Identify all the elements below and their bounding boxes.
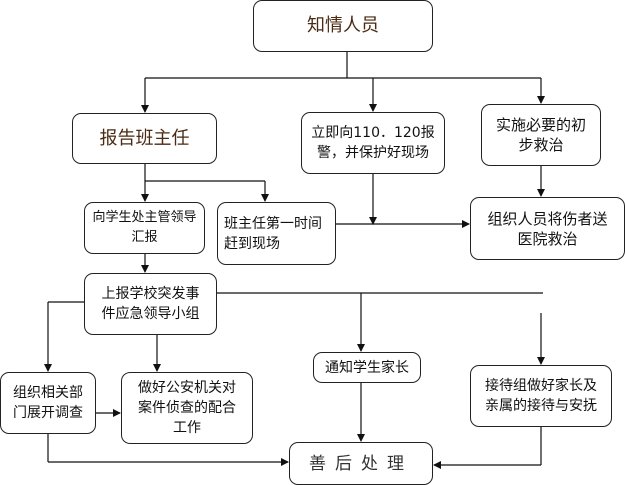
node-reception: 接待组做好家长及亲属的接待与安抚 [470, 365, 612, 427]
node-call-police: 立即向110．120报警，并保护好现场 [301, 112, 445, 174]
node-first-aid: 实施必要的初步救治 [481, 104, 601, 166]
node-report-student-office: 向学生处主管领导汇报 [84, 202, 205, 254]
node-report-emergency-group: 上报学校突发事件应急领导小组 [84, 273, 217, 335]
node-cooperate-police: 做好公安机关对案件侦查的配合工作 [121, 372, 253, 444]
node-teacher-arrive: 班主任第一时间赶到现场 [217, 202, 336, 265]
node-aftermath: 善后处理 [289, 442, 433, 485]
node-send-hospital: 组织人员将伤者送医院救治 [470, 197, 625, 260]
node-notify-parents: 通知学生家长 [313, 352, 421, 383]
node-report-teacher: 报告班主任 [72, 113, 217, 164]
node-witness: 知情人员 [253, 0, 433, 52]
node-investigate: 组织相关部门展开调查 [0, 372, 96, 434]
